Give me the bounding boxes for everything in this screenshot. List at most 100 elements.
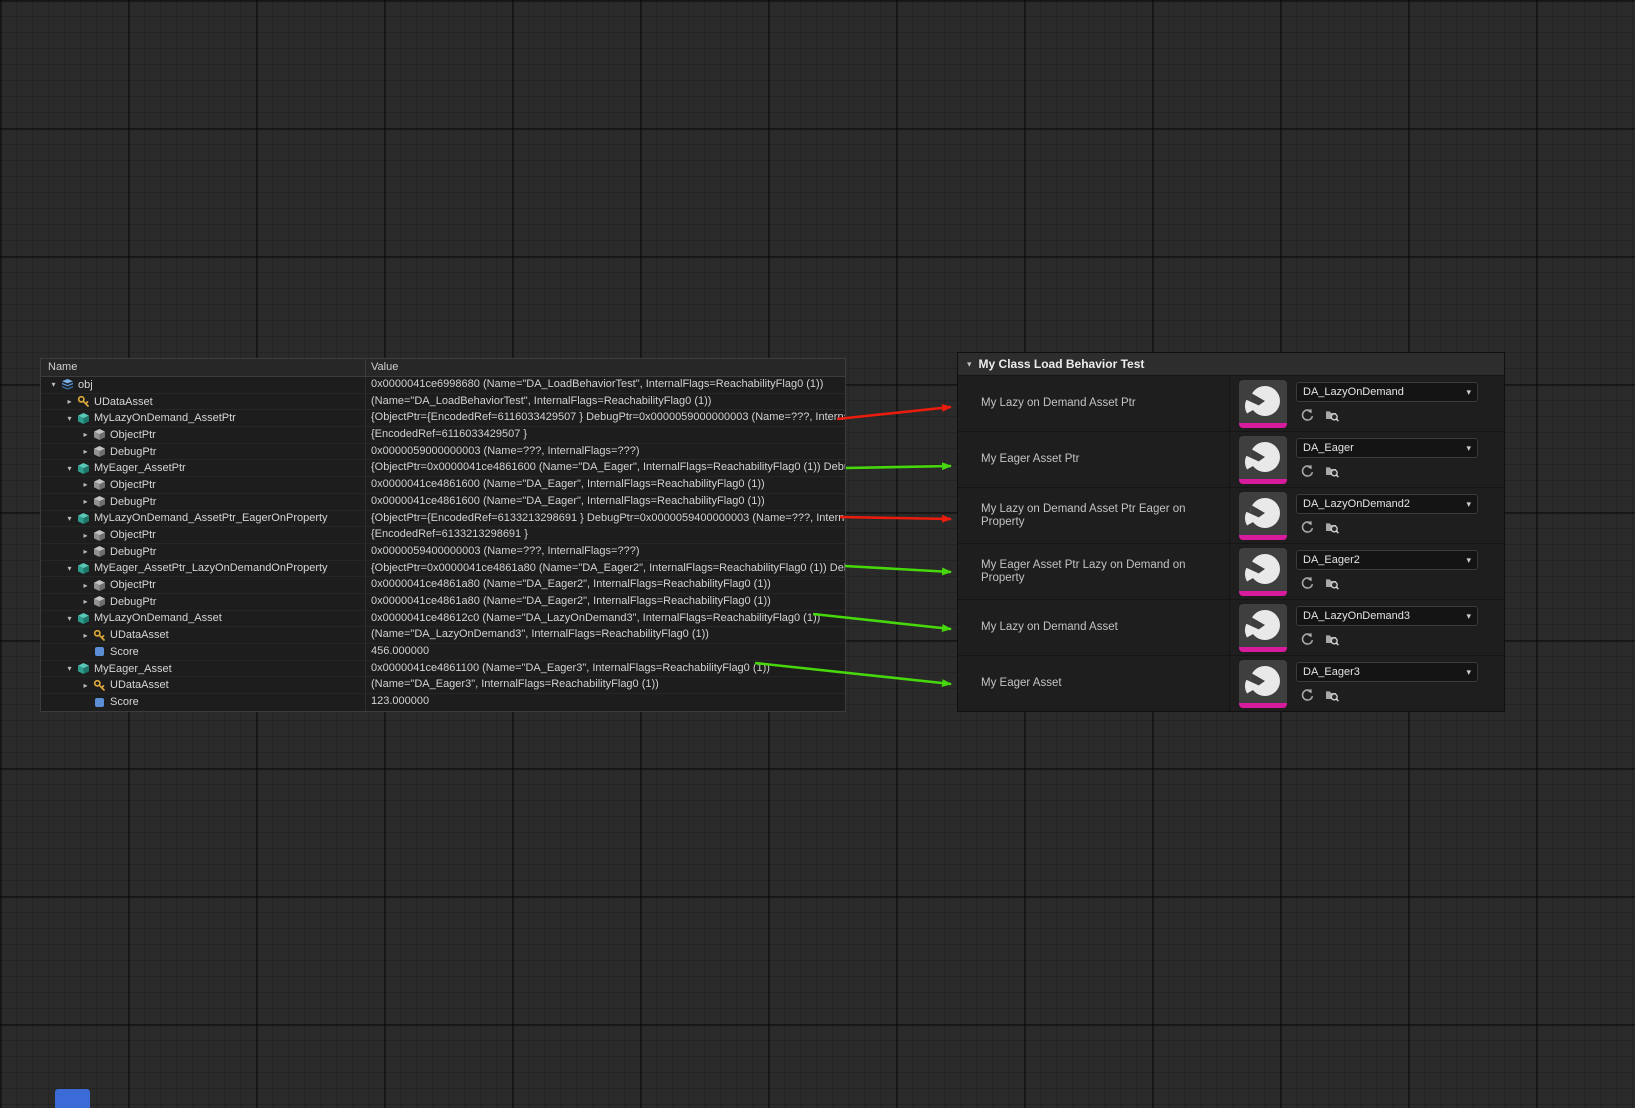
tree-indent	[47, 668, 63, 669]
expander-icon[interactable]: ▸	[83, 680, 88, 690]
table-row[interactable]: ▾ obj 0x0000041ce6998680 (Name="DA_LoadB…	[41, 377, 845, 394]
debugger-watch-window: Name Value ▾ obj 0x0000041ce6998680 (Nam…	[40, 358, 846, 712]
table-row[interactable]: ▸ ObjectPtr 0x0000041ce4861a80 (Name="DA…	[41, 577, 845, 594]
table-row[interactable]: ▸ UDataAsset (Name="DA_LoadBehaviorTest"…	[41, 393, 845, 411]
table-row[interactable]: ▾ MyLazyOnDemand_AssetPtr {ObjectPtr={En…	[41, 410, 845, 428]
browse-to-asset-button[interactable]	[1324, 407, 1340, 423]
table-row[interactable]: Score 123.000000	[41, 694, 845, 711]
table-row[interactable]: ▸ ObjectPtr {EncodedRef=6116033429507 }	[41, 427, 845, 444]
use-selected-asset-button[interactable]	[1299, 407, 1315, 423]
details-rows: My Lazy on Demand Asset Ptr DA_LazyOnDem…	[958, 375, 1504, 711]
table-cell-name: ▾ MyEager_Asset	[41, 660, 366, 677]
column-splitter[interactable]	[1229, 600, 1230, 655]
use-selected-asset-button[interactable]	[1299, 631, 1315, 647]
expander-icon[interactable]: ▸	[83, 580, 88, 590]
column-splitter[interactable]	[1229, 656, 1230, 711]
table-row[interactable]: ▸ ObjectPtr {EncodedRef=6133213298691 }	[41, 527, 845, 544]
expander-icon[interactable]: ▸	[83, 497, 88, 507]
table-row[interactable]: ▸ ObjectPtr 0x0000041ce4861600 (Name="DA…	[41, 477, 845, 494]
expander-icon[interactable]: ▾	[67, 413, 72, 423]
expander-icon[interactable]: ▸	[83, 530, 88, 540]
property-label: My Eager Asset Ptr	[981, 453, 1080, 465]
expander-icon[interactable]: ▾	[51, 380, 56, 390]
property-value: 0x0000059000000003 (Name=???, InternalFl…	[371, 444, 640, 457]
expander-icon[interactable]: ▾	[67, 463, 72, 473]
asset-dropdown[interactable]: DA_Eager ▾	[1296, 438, 1478, 458]
expander-icon[interactable]: ▾	[67, 563, 72, 573]
browse-to-asset-button[interactable]	[1324, 631, 1340, 647]
asset-thumbnail[interactable]	[1239, 660, 1287, 708]
asset-name: DA_Eager3	[1303, 666, 1360, 678]
asset-dropdown[interactable]: DA_LazyOnDemand3 ▾	[1296, 606, 1478, 626]
browse-to-asset-button[interactable]	[1324, 463, 1340, 479]
expander-icon[interactable]: ▸	[83, 547, 88, 557]
use-selected-asset-button[interactable]	[1299, 519, 1315, 535]
table-cell-name: ▸ DebugPtr	[41, 493, 366, 510]
property-value: 0x0000041ce4861100 (Name="DA_Eager3", In…	[371, 661, 770, 674]
table-row[interactable]: ▸ DebugPtr 0x0000041ce4861600 (Name="DA_…	[41, 493, 845, 511]
column-splitter[interactable]	[1229, 432, 1230, 487]
table-row[interactable]: ▾ MyLazyOnDemand_Asset 0x0000041ce48612c…	[41, 610, 845, 628]
table-row[interactable]: ▸ UDataAsset (Name="DA_Eager3", Internal…	[41, 677, 845, 695]
tree-indent	[47, 518, 63, 519]
property-value: 123.000000	[371, 695, 430, 708]
asset-thumbnail[interactable]	[1239, 492, 1287, 540]
table-cell-name: ▸ ObjectPtr	[41, 527, 366, 543]
table-row[interactable]: ▸ UDataAsset (Name="DA_LazyOnDemand3", I…	[41, 627, 845, 644]
asset-dropdown[interactable]: DA_Eager3 ▾	[1296, 662, 1478, 682]
asset-name: DA_Eager	[1303, 442, 1354, 454]
asset-dropdown[interactable]: DA_LazyOnDemand2 ▾	[1296, 494, 1478, 514]
table-row[interactable]: ▸ DebugPtr 0x0000041ce4861a80 (Name="DA_…	[41, 593, 845, 611]
table-cell-name: ▾ MyEager_AssetPtr	[41, 460, 366, 477]
use-selected-asset-button[interactable]	[1299, 575, 1315, 591]
table-cell-name: ▾ MyLazyOnDemand_Asset	[41, 610, 366, 627]
table-row[interactable]: ▸ DebugPtr 0x0000059000000003 (Name=???,…	[41, 443, 845, 461]
asset-thumbnail[interactable]	[1239, 436, 1287, 484]
expander-icon[interactable]: ▾	[67, 613, 72, 623]
table-row[interactable]: Score 456.000000	[41, 644, 845, 661]
details-row: My Lazy on Demand Asset Ptr DA_LazyOnDem…	[958, 375, 1504, 431]
browse-to-asset-button[interactable]	[1324, 519, 1340, 535]
expander-icon[interactable]: ▾	[67, 513, 72, 523]
asset-buttons	[1299, 687, 1340, 703]
tree-indent	[47, 568, 63, 569]
asset-thumbnail[interactable]	[1239, 604, 1287, 652]
chevron-down-icon[interactable]: ▾	[967, 358, 972, 369]
column-header-value[interactable]: Value	[371, 361, 399, 373]
table-row[interactable]: ▸ DebugPtr 0x0000059400000003 (Name=???,…	[41, 543, 845, 561]
column-splitter[interactable]	[1229, 488, 1230, 543]
table-row[interactable]: ▾ MyLazyOnDemand_AssetPtr_EagerOnPropert…	[41, 510, 845, 528]
expander-icon[interactable]: ▸	[67, 397, 72, 407]
use-selected-asset-button[interactable]	[1299, 687, 1315, 703]
pointer-icon	[92, 478, 107, 491]
asset-dropdown[interactable]: DA_LazyOnDemand ▾	[1296, 382, 1478, 402]
browse-to-asset-button[interactable]	[1324, 575, 1340, 591]
expander-icon[interactable]: ▸	[83, 447, 88, 457]
category-header[interactable]: ▾ My Class Load Behavior Test	[958, 353, 1504, 375]
expander-icon[interactable]: ▸	[83, 597, 88, 607]
expander-icon[interactable]: ▸	[83, 430, 88, 440]
chevron-down-icon: ▾	[1466, 554, 1471, 565]
folder-magnifier-icon	[1326, 691, 1339, 702]
property-label: My Lazy on Demand Asset Ptr	[981, 397, 1136, 409]
column-splitter[interactable]	[1229, 544, 1230, 599]
asset-thumbnail[interactable]	[1239, 380, 1287, 428]
table-row[interactable]: ▾ MyEager_Asset 0x0000041ce4861100 (Name…	[41, 660, 845, 678]
details-row: My Lazy on Demand Asset DA_LazyOnDemand3…	[958, 599, 1504, 655]
property-name: MyEager_AssetPtr_LazyOnDemandOnProperty	[94, 562, 328, 575]
column-header-name[interactable]: Name	[41, 359, 366, 376]
column-splitter[interactable]	[1229, 376, 1230, 431]
table-row[interactable]: ▾ MyEager_AssetPtr_LazyOnDemandOnPropert…	[41, 560, 845, 578]
tree-indent	[47, 451, 79, 452]
property-name: MyLazyOnDemand_AssetPtr_EagerOnProperty	[94, 512, 328, 525]
expander-icon[interactable]: ▸	[83, 480, 88, 490]
table-cell-name: ▸ UDataAsset	[41, 627, 366, 643]
asset-thumbnail[interactable]	[1239, 548, 1287, 596]
browse-to-asset-button[interactable]	[1324, 687, 1340, 703]
use-selected-asset-button[interactable]	[1299, 463, 1315, 479]
table-row[interactable]: ▾ MyEager_AssetPtr {ObjectPtr=0x0000041c…	[41, 460, 845, 478]
asset-dropdown[interactable]: DA_Eager2 ▾	[1296, 550, 1478, 570]
tree-indent	[47, 434, 79, 435]
expander-icon[interactable]: ▾	[67, 664, 72, 674]
expander-icon[interactable]: ▸	[83, 630, 88, 640]
